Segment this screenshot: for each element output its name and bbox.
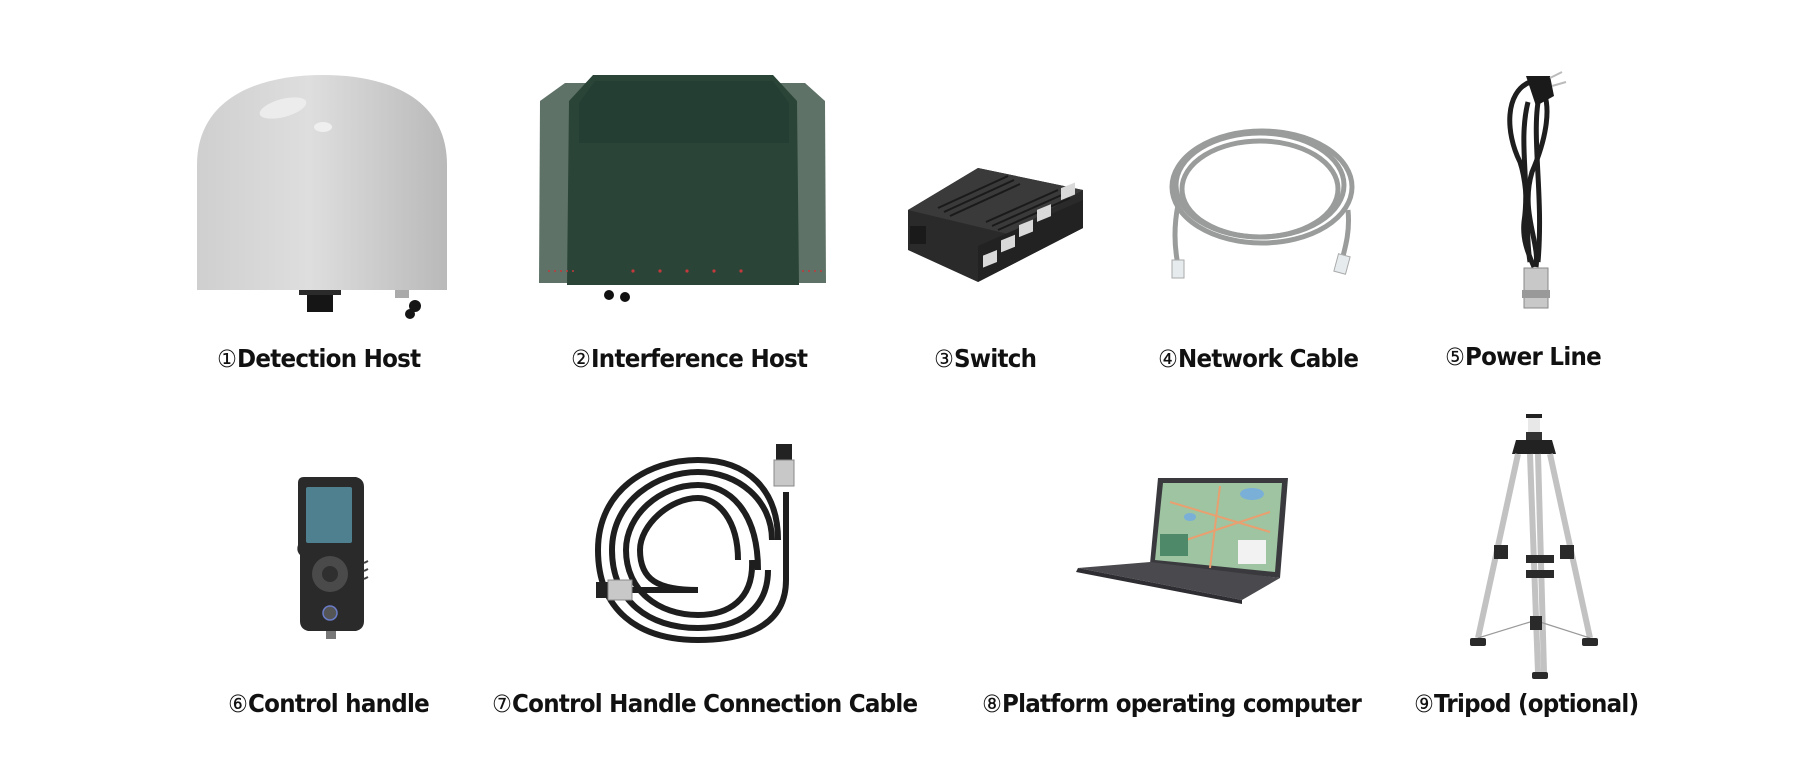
item-number: ⑨ — [1414, 690, 1434, 718]
item-number: ⑧ — [982, 690, 1002, 718]
item-label: Platform operating computer — [1001, 689, 1362, 718]
item-label: Control Handle Connection Cable — [511, 689, 918, 718]
interference-host-icon — [539, 75, 826, 302]
item-number: ① — [217, 345, 237, 373]
item-label: Control handle — [247, 689, 430, 718]
network-cable-icon — [1169, 128, 1355, 279]
control-handle-icon — [297, 477, 369, 639]
tripod-icon — [1470, 414, 1598, 679]
item-label: Power Line — [1464, 342, 1602, 371]
item-number: ⑥ — [228, 690, 248, 718]
item-label: Tripod (optional) — [1433, 689, 1639, 718]
item-number: ④ — [1158, 345, 1178, 373]
laptop-icon — [1076, 478, 1288, 604]
item-label: Interference Host — [590, 344, 808, 373]
item-label: Switch — [953, 344, 1037, 373]
power-cord-icon — [1507, 71, 1567, 309]
detection-host-icon — [197, 75, 447, 319]
coiled-cable-icon — [594, 444, 795, 644]
item-number: ⑤ — [1445, 343, 1465, 371]
item-label: Detection Host — [236, 344, 421, 373]
item-number: ② — [571, 345, 591, 373]
item-label: Network Cable — [1177, 344, 1359, 373]
item-number: ③ — [934, 345, 954, 373]
network-switch-icon — [908, 168, 1083, 282]
item-number: ⑦ — [492, 690, 512, 718]
